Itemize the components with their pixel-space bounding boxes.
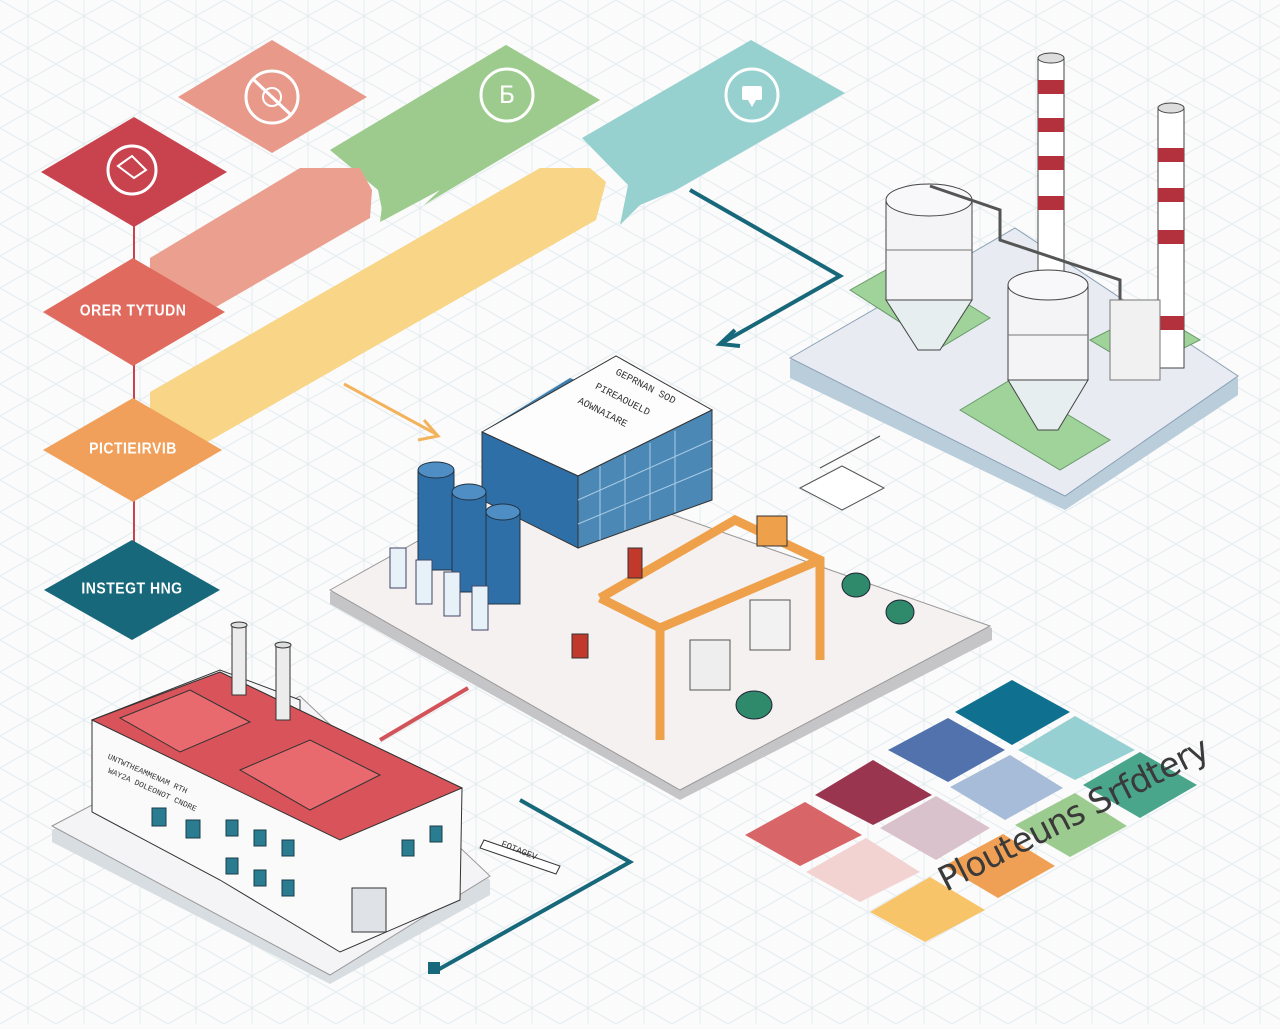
salmon-arrow [150,168,372,322]
banner-green: Б [330,45,600,222]
swatch-pink [806,838,920,902]
step-2-label: PICTIEIRVIB [89,438,177,458]
step-3-label: INSTEGT HNG [81,578,183,598]
swatch-blue [888,718,1005,782]
factory-chimney-1 [231,624,247,696]
letter-b-icon [479,67,535,123]
silo-1 [885,183,973,351]
factory [50,621,561,984]
silo-2 [1007,269,1089,431]
swatch-green [1015,793,1127,857]
banner-teal [582,40,845,225]
swatch-burgundy [815,760,932,825]
flow-step-3 [44,540,220,640]
main-plant [328,355,992,800]
green-units [735,572,915,720]
yellow-pointer-arrow [343,382,437,436]
pipe [929,184,1122,300]
legend-swatches [745,680,1197,942]
factory-tag [479,839,561,875]
teal-return-arrow [433,798,635,974]
silo-plant [788,52,1239,510]
svg-text:Б: Б [499,81,515,109]
swatch-light-teal [1018,716,1135,780]
step-1-label: ORER TYTUDN [79,300,187,320]
swatch-orange [944,834,1055,898]
banner-red [41,117,227,227]
banner-salmon [178,40,367,153]
swatch-light-blue [950,755,1063,820]
swatch-sea-green [1083,752,1197,818]
no-entry-icon [244,69,300,125]
flow-step-1 [43,258,225,366]
flow-step-2 [43,398,222,502]
no-symbol-icon [106,144,158,196]
factory-door [351,887,387,933]
swatch-dark-teal [955,680,1070,745]
blue-tanks [417,461,521,605]
red-connector [378,686,470,742]
teal-connector-arrow [689,188,845,346]
swatch-coral [745,802,862,866]
yellow-arrow [150,168,606,452]
chimney-2 [1157,102,1185,369]
swatch-mauve [880,796,990,860]
factory-chimney-2 [275,644,291,721]
chat-bubble-icon [724,67,780,123]
swatch-yellow [870,877,985,942]
